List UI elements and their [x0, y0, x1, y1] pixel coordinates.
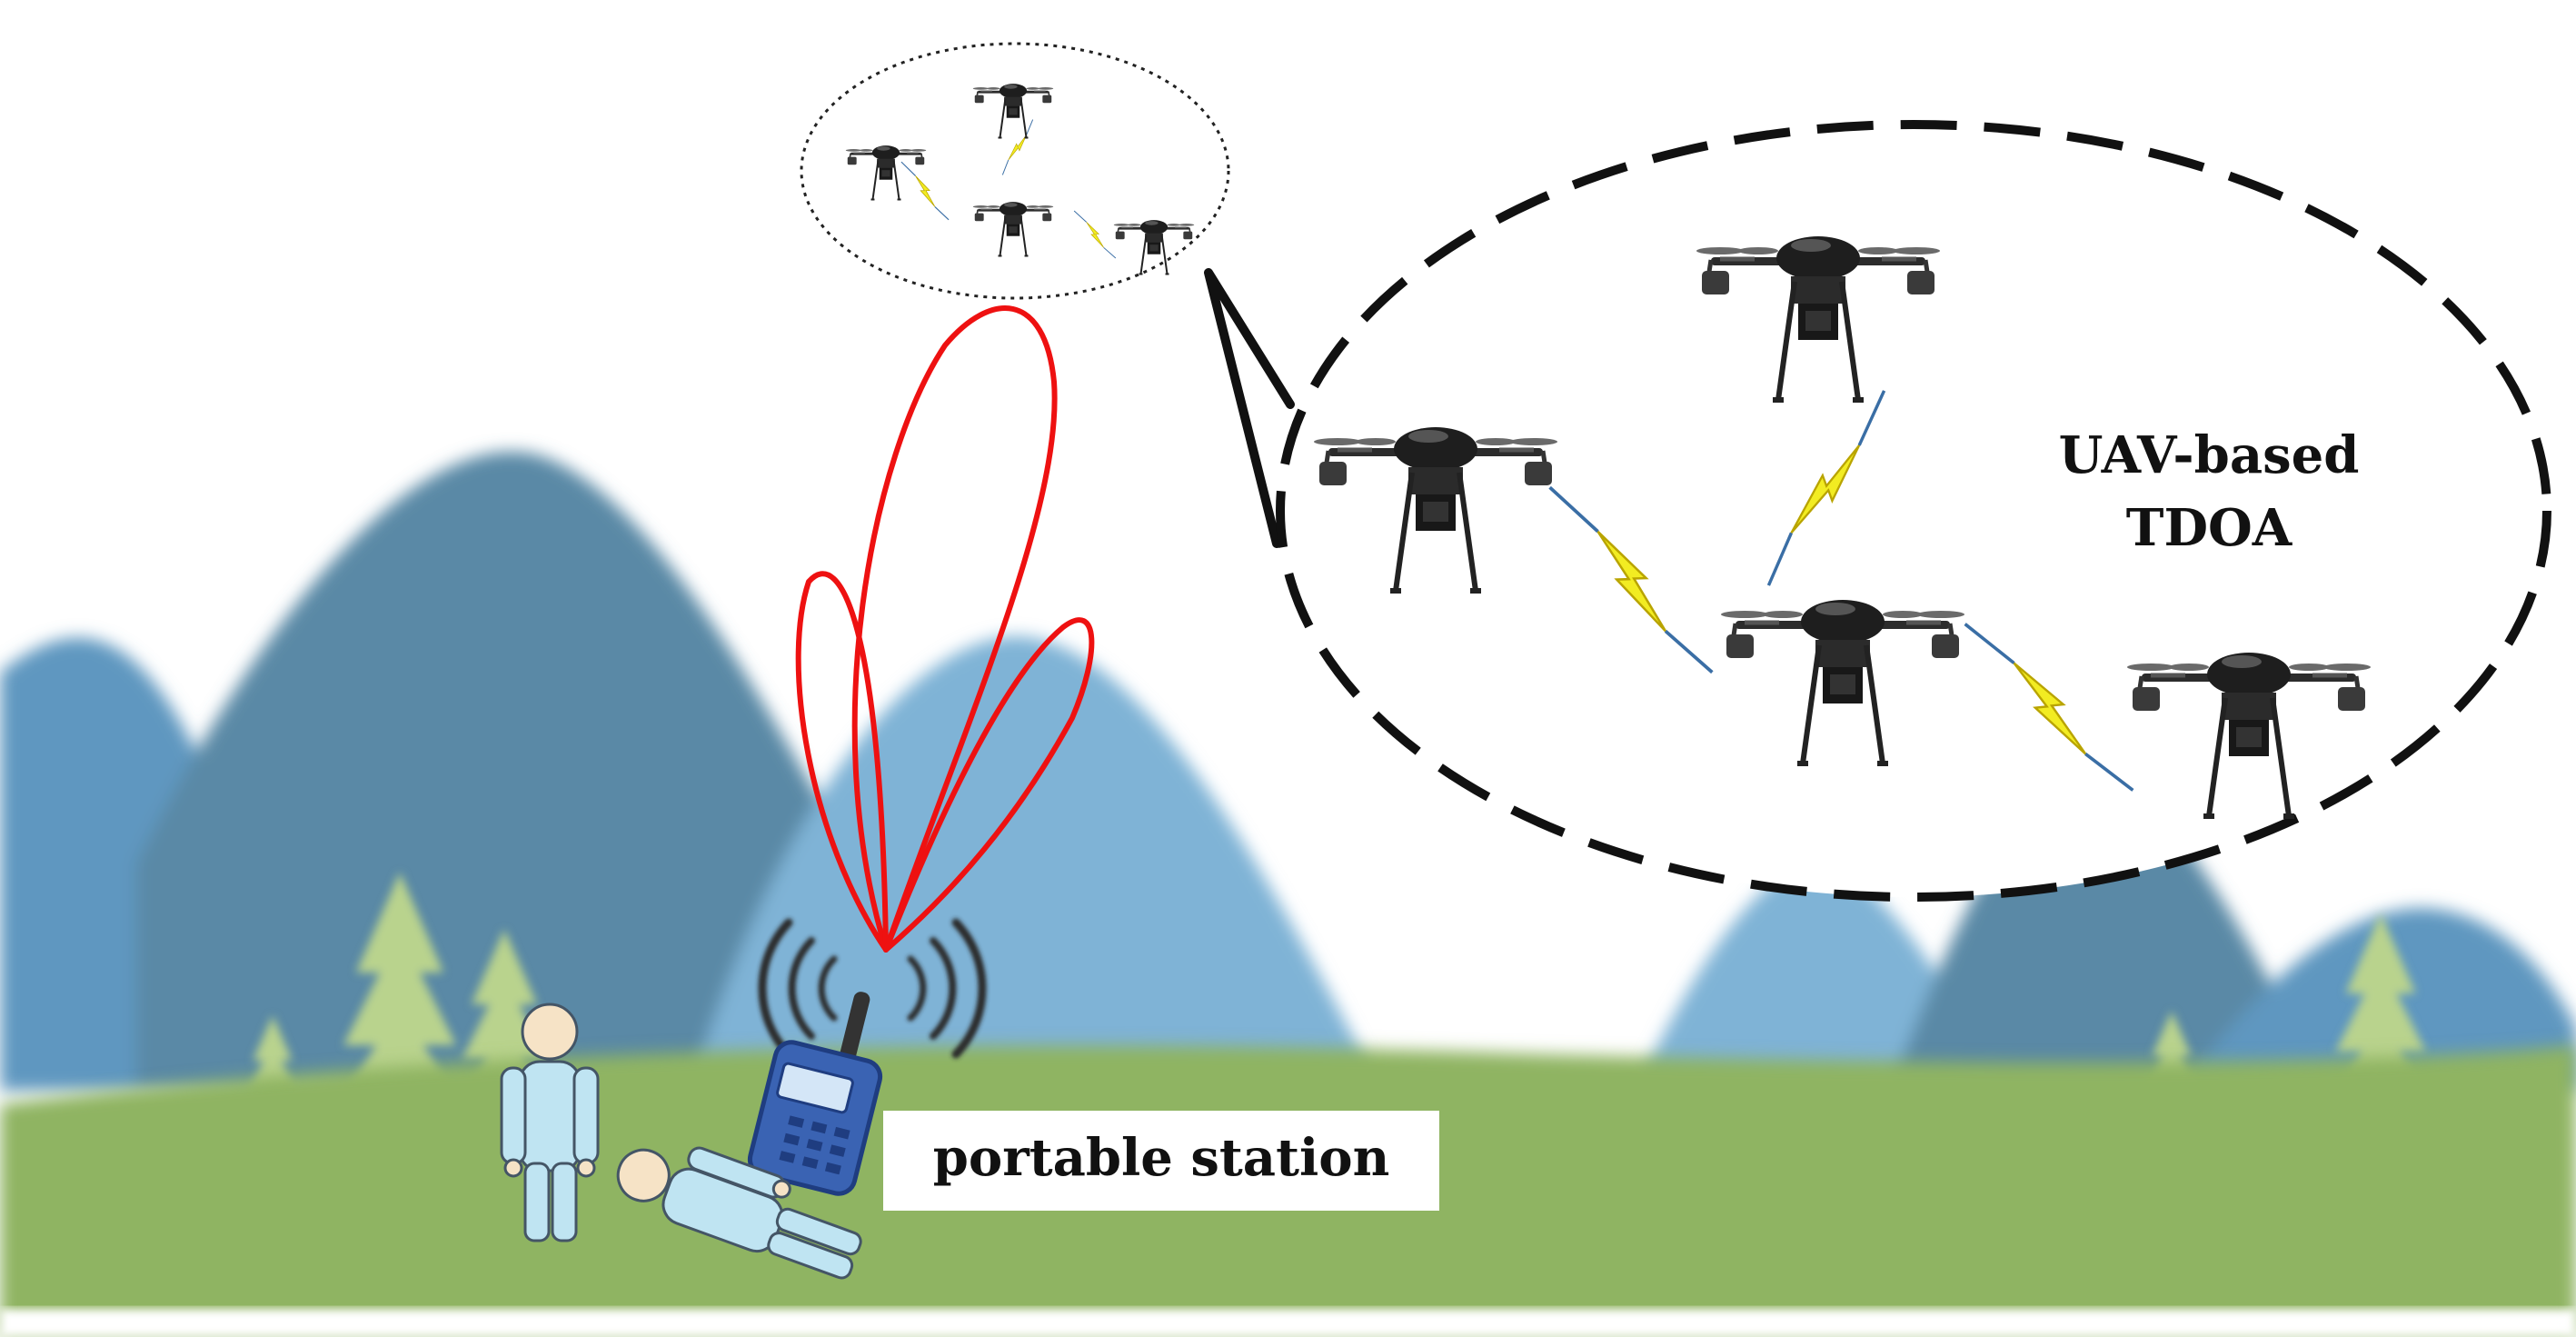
- walkie-talkie-icon: [747, 992, 883, 1196]
- lying-person-icon: [616, 1146, 862, 1280]
- tdoa-label-line1: UAV-based: [2059, 425, 2360, 485]
- tdoa-label-line2: TDOA: [2126, 498, 2293, 558]
- callout-connector: [1204, 268, 1295, 548]
- portable-station-text: portable station: [933, 1128, 1390, 1188]
- radiation-pattern: [795, 305, 1095, 953]
- wireless-signal-waves: [758, 918, 987, 1059]
- uav-cluster-large: UAV-based TDOA: [1276, 120, 2551, 902]
- uav-cluster-small: [800, 42, 1230, 300]
- portable-station-label: portable station: [883, 1111, 1439, 1211]
- standing-person-icon: [500, 1003, 600, 1242]
- bottom-fade: [0, 1309, 2576, 1337]
